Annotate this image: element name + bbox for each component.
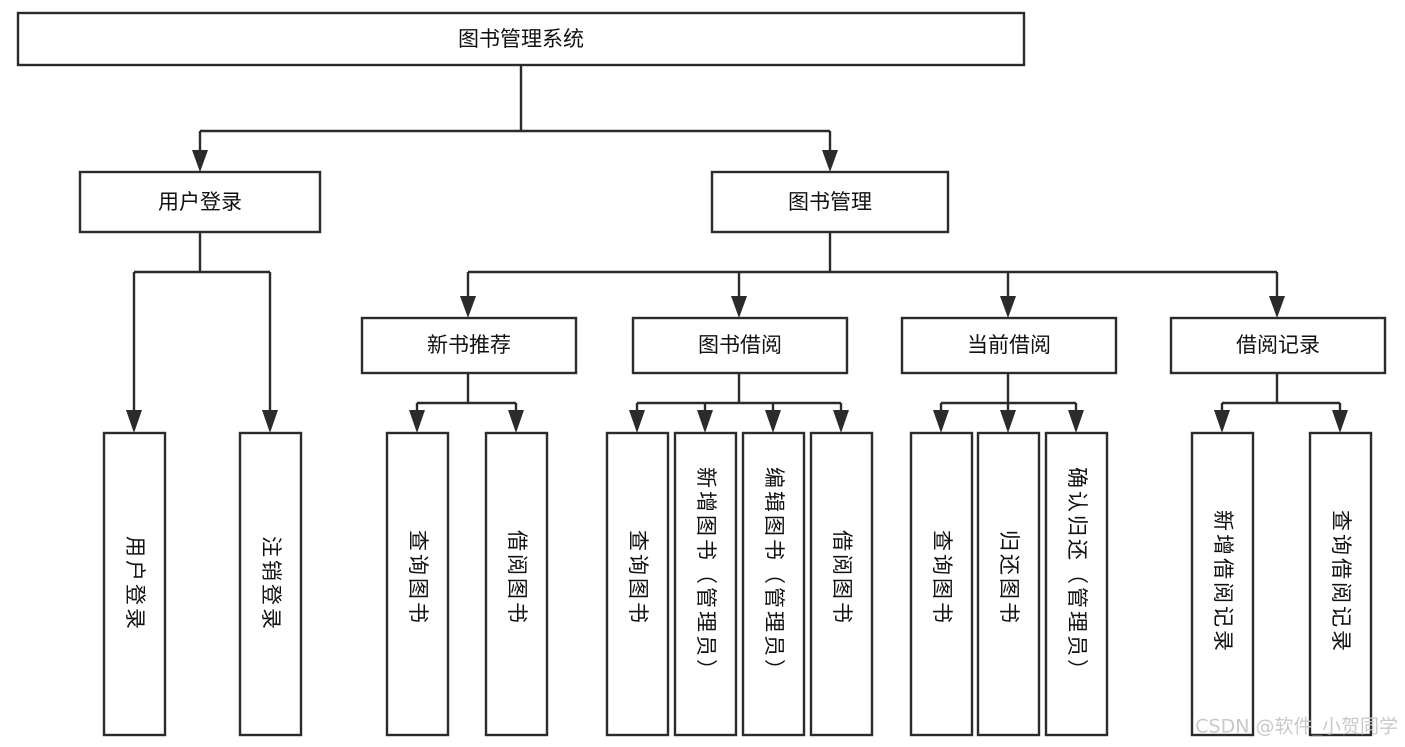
arrowhead-leaf-add-record xyxy=(1214,410,1230,433)
node-leaf-add-book-box[interactable] xyxy=(673,431,738,737)
arrowhead-leaf-query-record xyxy=(1332,410,1348,433)
node-leaf-query-book-2[interactable]: 查询图书 xyxy=(605,431,670,737)
arrowhead-book-manage xyxy=(822,150,838,172)
arrowhead-current-borrow xyxy=(1000,296,1016,318)
node-borrow-record-label: 借阅记录 xyxy=(1236,333,1320,357)
node-leaf-query-book-3[interactable]: 查询图书 xyxy=(909,431,974,737)
node-leaf-user-login-box[interactable] xyxy=(102,431,167,737)
arrowhead-leaf-user-logout xyxy=(262,410,278,433)
arrowhead-borrow-record xyxy=(1269,296,1285,318)
node-leaf-query-book-2-label: 查询图书 xyxy=(626,530,650,626)
arrowhead-leaf-add-book xyxy=(697,410,713,433)
node-borrow-record[interactable]: 借阅记录 xyxy=(1169,316,1387,375)
node-leaf-edit-book-box[interactable] xyxy=(741,431,806,737)
arrowhead-leaf-borrow-book-2 xyxy=(833,410,849,433)
node-leaf-add-record[interactable]: 新增借阅记录 xyxy=(1190,431,1255,737)
node-leaf-add-book-label: 新增图书（管理员） xyxy=(694,467,718,683)
arrowhead-leaf-confirm-return xyxy=(1068,410,1084,433)
arrowhead-leaf-query-book-1 xyxy=(409,410,425,433)
node-leaf-add-record-box[interactable] xyxy=(1190,431,1255,737)
arrowhead-leaf-query-book-3 xyxy=(933,410,949,433)
node-leaf-confirm-return[interactable]: 确认归还（管理员） xyxy=(1044,431,1109,737)
node-leaf-query-book-1[interactable]: 查询图书 xyxy=(385,431,450,737)
node-new-book-rec[interactable]: 新书推荐 xyxy=(360,316,578,375)
node-leaf-query-record-box[interactable] xyxy=(1308,431,1373,737)
node-leaf-return-book[interactable]: 归还图书 xyxy=(976,431,1041,737)
node-leaf-query-book-3-box[interactable] xyxy=(909,431,974,737)
arrowhead-leaf-return-book xyxy=(1000,410,1016,433)
node-root[interactable]: 图书管理系统 xyxy=(16,11,1026,67)
node-leaf-return-book-label: 归还图书 xyxy=(997,530,1021,626)
node-leaf-add-record-label: 新增借阅记录 xyxy=(1211,510,1235,654)
node-leaf-borrow-book-1[interactable]: 借阅图书 xyxy=(484,431,549,737)
node-book-borrow[interactable]: 图书借阅 xyxy=(631,316,849,375)
node-leaf-borrow-book-2-label: 借阅图书 xyxy=(830,530,854,626)
arrowhead-new-book-rec xyxy=(460,296,476,318)
node-user-login-label: 用户登录 xyxy=(158,190,242,214)
node-leaf-user-login[interactable]: 用户登录 xyxy=(102,431,167,737)
node-leaf-confirm-return-box[interactable] xyxy=(1044,431,1109,737)
node-current-borrow-box[interactable] xyxy=(900,316,1118,375)
node-book-borrow-box[interactable] xyxy=(631,316,849,375)
arrowhead-book-borrow xyxy=(731,296,747,318)
node-leaf-borrow-book-2[interactable]: 借阅图书 xyxy=(809,431,874,737)
node-leaf-user-login-label: 用户登录 xyxy=(123,536,147,632)
node-leaf-query-book-3-label: 查询图书 xyxy=(930,530,954,626)
node-leaf-query-book-2-box[interactable] xyxy=(605,431,670,737)
node-current-borrow[interactable]: 当前借阅 xyxy=(900,316,1118,375)
node-leaf-edit-book-label: 编辑图书（管理员） xyxy=(762,467,786,683)
node-leaf-add-book[interactable]: 新增图书（管理员） xyxy=(673,431,738,737)
node-leaf-borrow-book-1-label: 借阅图书 xyxy=(505,530,529,626)
node-leaf-borrow-book-2-box[interactable] xyxy=(809,431,874,737)
node-leaf-confirm-return-label: 确认归还（管理员） xyxy=(1065,467,1089,683)
node-leaf-user-logout-label: 注销登录 xyxy=(259,536,283,632)
node-book-borrow-label: 图书借阅 xyxy=(698,333,782,357)
node-leaf-user-logout[interactable]: 注销登录 xyxy=(238,431,303,737)
node-new-book-rec-box[interactable] xyxy=(360,316,578,375)
node-new-book-rec-label: 新书推荐 xyxy=(427,333,511,357)
arrowhead-leaf-borrow-book-1 xyxy=(508,410,524,433)
node-leaf-edit-book[interactable]: 编辑图书（管理员） xyxy=(741,431,806,737)
connector-layer xyxy=(126,65,1348,433)
node-leaf-query-book-1-box[interactable] xyxy=(385,431,450,737)
node-root-label: 图书管理系统 xyxy=(458,27,584,51)
node-leaf-query-record[interactable]: 查询借阅记录 xyxy=(1308,431,1373,737)
node-user-login-box[interactable] xyxy=(78,170,322,234)
node-leaf-query-book-1-label: 查询图书 xyxy=(406,530,430,626)
arrowhead-leaf-user-login xyxy=(126,410,142,433)
arrowhead-user-login xyxy=(192,150,208,172)
node-leaf-query-record-label: 查询借阅记录 xyxy=(1329,510,1353,654)
node-borrow-record-box[interactable] xyxy=(1169,316,1387,375)
node-user-login[interactable]: 用户登录 xyxy=(78,170,322,234)
node-book-manage-label: 图书管理 xyxy=(788,190,872,214)
csdn-watermark: CSDN @软件_小贺同学 xyxy=(1195,716,1398,738)
node-book-manage-box[interactable] xyxy=(710,170,950,234)
node-current-borrow-label: 当前借阅 xyxy=(967,333,1051,357)
arrowhead-leaf-edit-book xyxy=(765,410,781,433)
node-leaf-borrow-book-1-box[interactable] xyxy=(484,431,549,737)
arrowhead-leaf-query-book-2 xyxy=(629,410,645,433)
node-leaf-user-logout-box[interactable] xyxy=(238,431,303,737)
node-root-box[interactable] xyxy=(16,11,1026,67)
node-book-manage[interactable]: 图书管理 xyxy=(710,170,950,234)
node-leaf-return-book-box[interactable] xyxy=(976,431,1041,737)
